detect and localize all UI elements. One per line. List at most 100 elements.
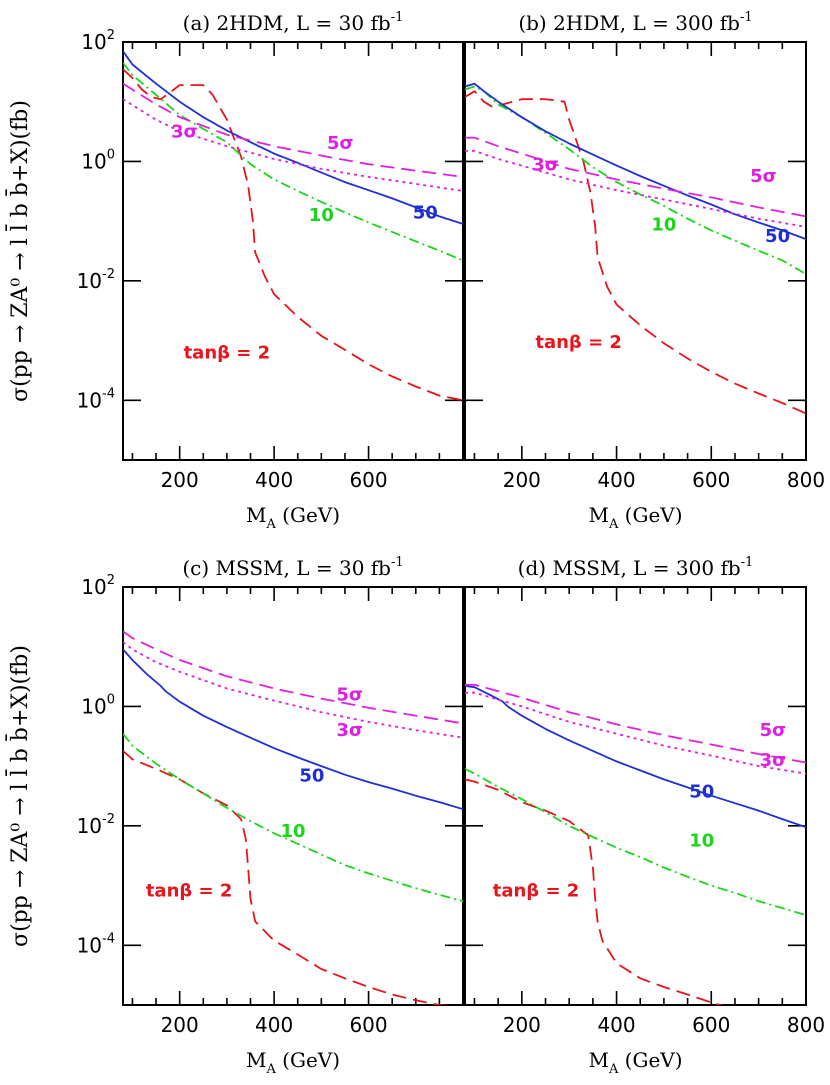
series-line-1	[123, 62, 463, 262]
y-tick-label: 102	[81, 573, 115, 599]
x-axis-label-main: M	[246, 503, 266, 527]
chart-panel-3: 200 400 600 800 (d) MSSM, L = 300 fb-1 MA (Ge…	[464, 555, 825, 1077]
y-tick-exponent: 0	[107, 692, 115, 707]
annotation-label: 3σ	[336, 720, 363, 741]
y-tick-exponent: -2	[102, 812, 115, 827]
x-axis-label-main: M	[246, 1048, 266, 1072]
series-line-4	[123, 641, 463, 739]
x-axis-label: MA (GeV)	[246, 503, 340, 532]
y-tick-exponent: -2	[102, 267, 115, 282]
y-tick-base: 10	[77, 388, 102, 412]
annotation-label: 50	[765, 226, 790, 247]
x-tick-label: 200	[161, 468, 199, 492]
x-tick-label: 600	[692, 1013, 730, 1037]
y-tick-base: 10	[81, 694, 106, 718]
y-tick-label: 10-4	[77, 931, 115, 957]
series-line-1	[123, 733, 463, 902]
x-axis-label-sub: A	[265, 1062, 276, 1077]
chart-panel-1: 200 400 600 800 (b) 2HDM, L = 300 fb-1 MA (Ge…	[464, 10, 825, 532]
chart-title: (b) 2HDM, L = 300 fb-1	[518, 10, 752, 35]
y-tick-exponent: -4	[102, 386, 115, 401]
x-tick-label: 200	[161, 1013, 199, 1037]
series-line-3	[465, 136, 806, 218]
annotation-label: 5σ	[760, 720, 787, 741]
annotation-label: 3σ	[532, 155, 559, 176]
y-tick-label: 100	[81, 692, 115, 718]
x-tick-label: 600	[349, 1013, 387, 1037]
x-tick-label: 400	[597, 468, 635, 492]
chart-title-text: (b) 2HDM, L = 300 fb	[518, 11, 740, 35]
annotation-label: 10	[651, 214, 676, 235]
annotation-label: 5σ	[327, 133, 354, 154]
x-tick-label: 200	[503, 1013, 541, 1037]
series-line-4	[465, 149, 806, 228]
x-axis-label-unit: (GeV)	[618, 1048, 682, 1072]
annotation-label: tanβ = 2	[146, 881, 233, 902]
series-line-0	[465, 778, 724, 1005]
chart-title-sup: -1	[391, 10, 404, 25]
x-tick-label: 400	[255, 1013, 293, 1037]
x-tick-label: 600	[692, 468, 730, 492]
annotation-label: 50	[413, 203, 438, 224]
chart-title-text: (c) MSSM, L = 30 fb	[182, 556, 391, 580]
series-line-3	[123, 630, 463, 725]
series-group	[465, 683, 806, 1005]
series-line-2	[465, 82, 806, 240]
annotation-label: tanβ = 2	[184, 343, 271, 364]
annotation-label: 50	[299, 766, 324, 787]
annotation-label: 10	[309, 205, 334, 226]
series-line-1	[465, 768, 806, 916]
y-axis-label: σ(pp → ZA⁰ → l l̄ b b̄+X)(fb)	[5, 645, 33, 947]
chart-title: (d) MSSM, L = 300 fb-1	[518, 555, 754, 580]
x-axis-label: MA (GeV)	[588, 1048, 682, 1077]
x-tick-label: 400	[597, 1013, 635, 1037]
series-line-4	[123, 98, 463, 192]
series-line-2	[123, 648, 463, 811]
series-line-1	[465, 85, 806, 275]
y-tick-exponent: 2	[107, 573, 115, 588]
chart-title-sup: -1	[740, 10, 753, 25]
x-tick-label: 800	[787, 1013, 825, 1037]
chart-title-text: (a) 2HDM, L = 30 fb	[183, 11, 391, 35]
x-axis-label-sub: A	[265, 517, 276, 532]
series-group	[465, 82, 806, 415]
y-tick-base: 10	[77, 933, 102, 957]
annotation-label: tanβ = 2	[493, 881, 580, 902]
x-axis-label-main: M	[588, 503, 608, 527]
x-tick-label: 200	[503, 468, 541, 492]
plot-frame	[122, 586, 464, 1006]
y-tick-label: 102	[81, 28, 115, 54]
series-line-2	[465, 685, 806, 829]
annotation-label: 10	[280, 821, 305, 842]
x-axis-label-main: M	[588, 1048, 608, 1072]
series-line-0	[123, 750, 448, 1005]
annotation-label: 3σ	[171, 122, 198, 143]
x-axis-label: MA (GeV)	[246, 1048, 340, 1077]
series-group	[123, 50, 463, 402]
annotation-label: tanβ = 2	[535, 332, 622, 353]
y-tick-base: 10	[81, 30, 106, 54]
series-line-0	[123, 68, 463, 402]
series-line-3	[465, 683, 806, 764]
chart-title: (c) MSSM, L = 30 fb-1	[182, 555, 403, 580]
y-tick-exponent: 2	[107, 28, 115, 43]
series-line-2	[123, 50, 463, 225]
series-line-3	[123, 82, 463, 178]
x-axis-label-unit: (GeV)	[276, 1048, 340, 1072]
x-tick-label: 600	[349, 468, 387, 492]
chart-title-text: (d) MSSM, L = 300 fb	[518, 556, 741, 580]
series-line-4	[465, 691, 806, 775]
x-axis-label-sub: A	[608, 517, 619, 532]
plot-frame	[464, 586, 807, 1006]
plot-frame	[122, 41, 464, 461]
x-axis-label-unit: (GeV)	[276, 503, 340, 527]
chart-title: (a) 2HDM, L = 30 fb-1	[183, 10, 404, 35]
plot-frame	[464, 41, 807, 461]
y-tick-exponent: -4	[102, 931, 115, 946]
x-axis-label: MA (GeV)	[588, 503, 682, 532]
annotation-label: 5σ	[336, 685, 363, 706]
x-tick-label: 800	[787, 468, 825, 492]
chart-title-sup: -1	[741, 555, 754, 570]
